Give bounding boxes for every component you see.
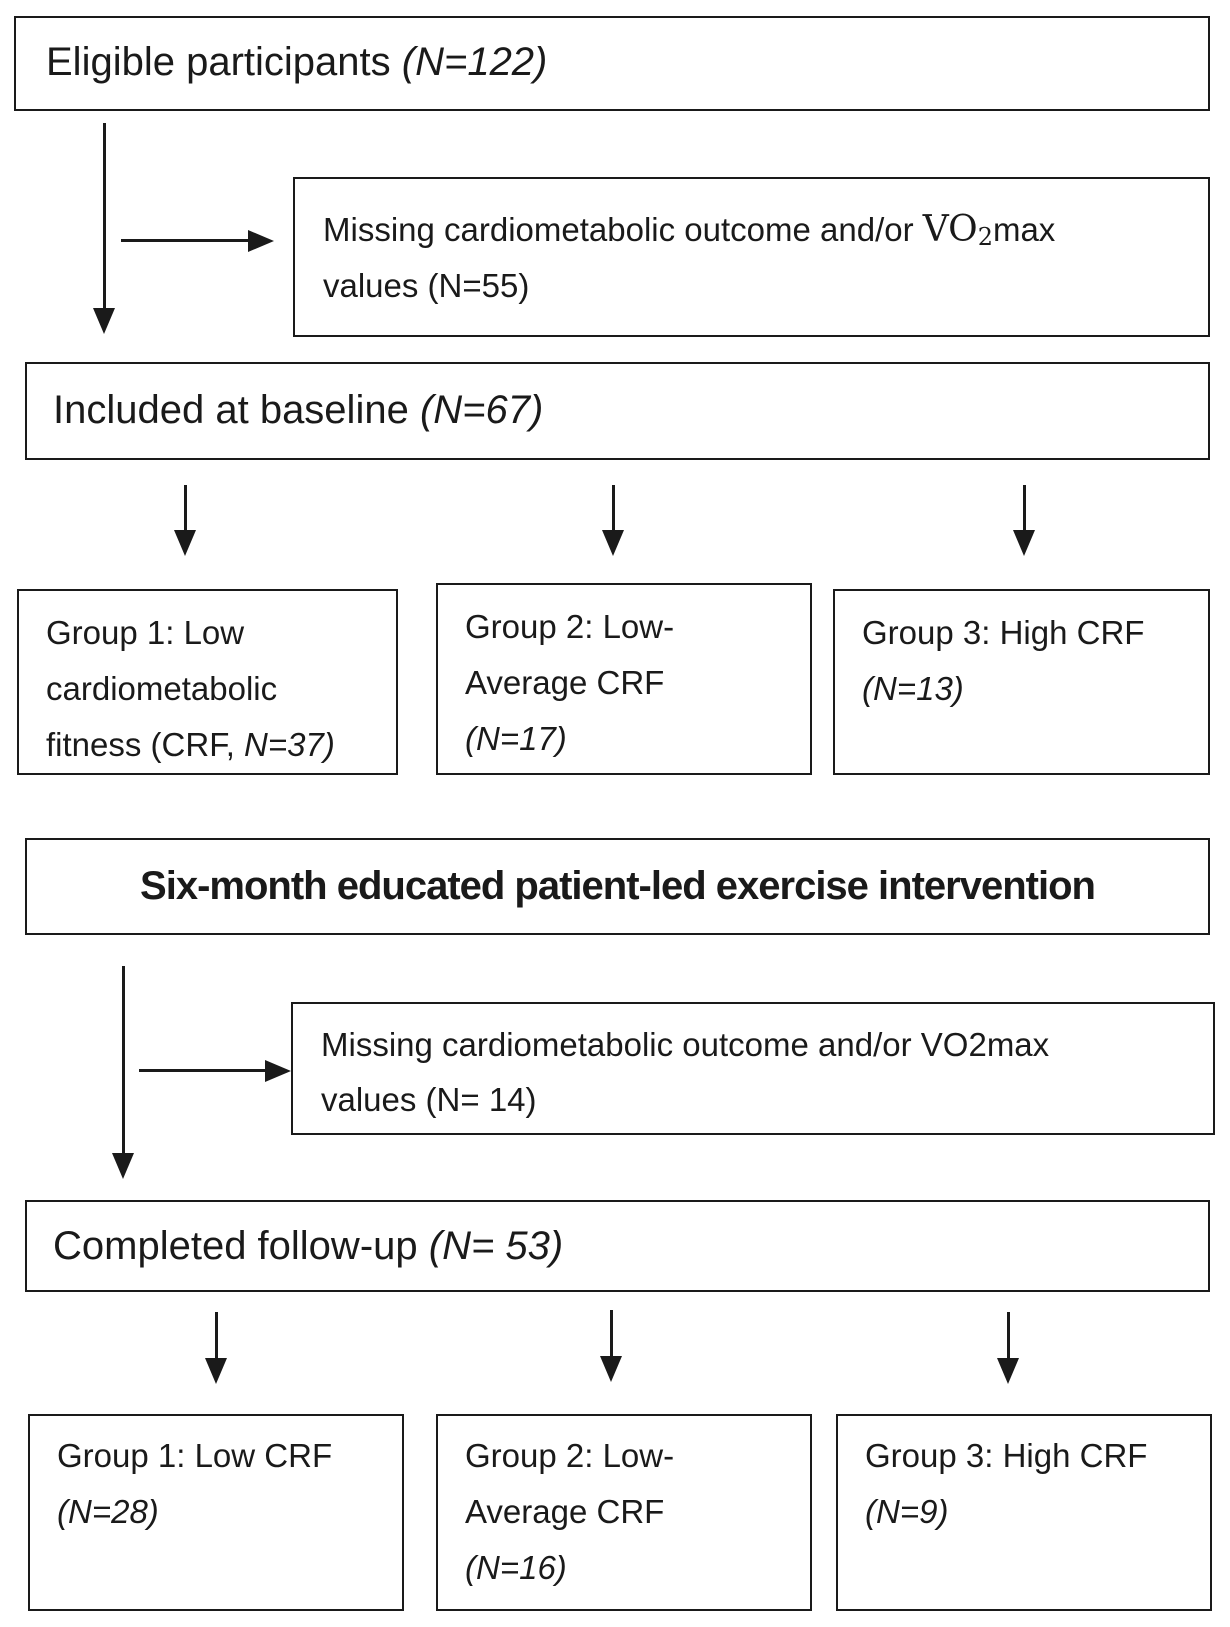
followup-group-1-line: [215, 1312, 218, 1358]
baseline-group-2-count: (N=17): [465, 720, 567, 757]
eligible-box: Eligible participants (N=122): [14, 16, 1210, 111]
baseline-group-2-line-2: Average CRF: [465, 664, 665, 701]
intervention-box: Six-month educated patient-led exercise …: [25, 838, 1210, 935]
followup-group-3-box: Group 3: High CRF (N=9): [836, 1414, 1212, 1611]
baseline-group-3-arrow: [1013, 530, 1035, 556]
exclusion-line-2: [139, 1069, 267, 1072]
followup-group-3-line-1: Group 3: High CRF: [865, 1437, 1148, 1474]
eligible-count: (N=122): [401, 40, 548, 84]
followup-group-3-count: (N=9): [865, 1493, 949, 1530]
excluded-baseline-text-2: values (N=55): [323, 267, 530, 304]
eligible-label: Eligible participants: [46, 40, 402, 84]
baseline-group-2-line: [612, 485, 615, 530]
followup-group-3-arrow: [997, 1358, 1019, 1384]
vo-max: max: [992, 211, 1056, 248]
followup-group-2-line-1: Group 2: Low-: [465, 1437, 675, 1474]
followup-group-1-count: (N=28): [57, 1493, 159, 1530]
baseline-group-1-line-2: cardiometabolic: [46, 670, 278, 707]
main-flow-line-1: [103, 123, 106, 311]
baseline-group-1-line-3: fitness (CRF,: [46, 726, 245, 763]
baseline-group-1-arrow: [174, 530, 196, 556]
baseline-group-3-box: Group 3: High CRF (N=13): [833, 589, 1210, 775]
followup-box: Completed follow-up (N= 53): [25, 1200, 1210, 1292]
main-flow-arrow-2: [112, 1153, 134, 1179]
baseline-group-3-line: [1023, 485, 1026, 530]
excluded-baseline-text: Missing cardiometabolic outcome and/or: [323, 211, 923, 248]
excluded-followup-box: Missing cardiometabolic outcome and/or V…: [291, 1002, 1215, 1135]
exclusion-arrow-1: [248, 230, 274, 252]
excluded-followup-text: Missing cardiometabolic outcome and/or V…: [321, 1026, 1050, 1063]
followup-group-2-box: Group 2: Low- Average CRF (N=16): [436, 1414, 812, 1611]
vo-symbol: VO: [922, 209, 978, 250]
baseline-group-2-box: Group 2: Low- Average CRF (N=17): [436, 583, 812, 775]
followup-label: Completed follow-up: [53, 1224, 429, 1268]
baseline-count: (N=67): [419, 388, 544, 432]
followup-group-3-line: [1007, 1312, 1010, 1358]
excluded-followup-text-2: values (N= 14): [321, 1081, 537, 1118]
baseline-group-1-line: [184, 485, 187, 530]
excluded-baseline-box: Missing cardiometabolic outcome and/or V…: [293, 177, 1210, 337]
baseline-label: Included at baseline: [53, 388, 420, 432]
exclusion-line-1: [121, 239, 251, 242]
followup-group-2-line-2: Average CRF: [465, 1493, 665, 1530]
intervention-label: Six-month educated patient-led exercise …: [140, 864, 1096, 908]
baseline-group-2-arrow: [602, 530, 624, 556]
vo-subscript: 2: [977, 223, 993, 251]
followup-group-1-arrow: [205, 1358, 227, 1384]
main-flow-line-2: [122, 966, 125, 1156]
baseline-group-3-count: (N=13): [862, 670, 964, 707]
baseline-group-3-line-1: Group 3: High CRF: [862, 614, 1145, 651]
exclusion-arrow-2: [265, 1060, 291, 1082]
followup-group-2-arrow: [600, 1356, 622, 1382]
baseline-group-1-box: Group 1: Low cardiometabolic fitness (CR…: [17, 589, 398, 775]
main-flow-arrow-1: [93, 308, 115, 334]
followup-count: (N= 53): [428, 1224, 564, 1268]
followup-group-1-box: Group 1: Low CRF (N=28): [28, 1414, 404, 1611]
followup-group-1-line-1: Group 1: Low CRF: [57, 1437, 333, 1474]
baseline-box: Included at baseline (N=67): [25, 362, 1210, 460]
baseline-group-1-count: N=37): [244, 726, 335, 763]
baseline-group-1-line-1: Group 1: Low: [46, 614, 245, 651]
baseline-group-2-line-1: Group 2: Low-: [465, 608, 675, 645]
followup-group-2-line: [610, 1310, 613, 1356]
followup-group-2-count: (N=16): [465, 1549, 567, 1586]
